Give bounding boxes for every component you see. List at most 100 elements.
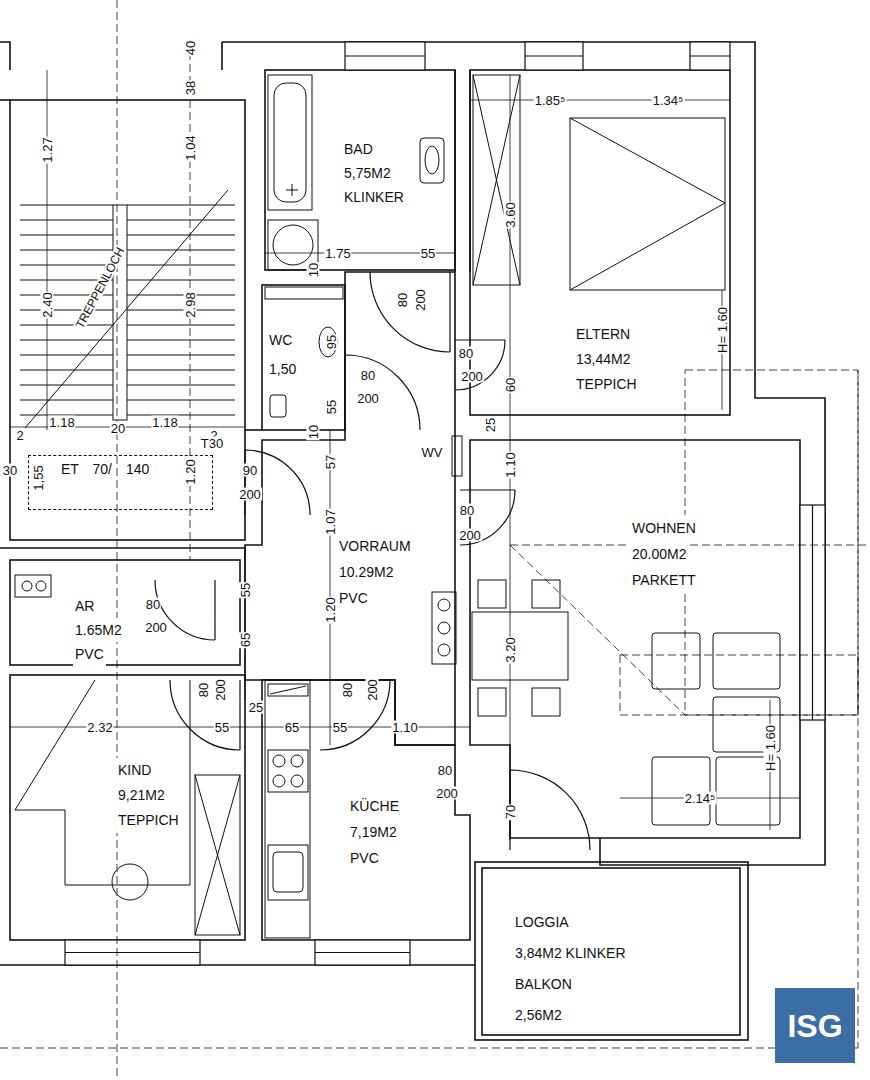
dimension-label: 25 [248,701,264,714]
water-meter [452,436,462,476]
dimension-label: 200 [238,488,262,501]
window [315,940,410,965]
dining-table [472,612,568,680]
dimension-label: 55 [325,399,338,415]
stair-tread [20,370,113,371]
dimension-label: 70 [504,804,517,820]
room-wall [265,70,455,270]
window-pane [525,55,583,56]
room-detail: TEPPICH [574,372,639,397]
dimension-label: 1.34⁵ [652,94,685,107]
wall-line [222,42,825,865]
room-name: ISG [785,1017,844,1035]
dimension-label: 80 [459,504,475,517]
doors [155,272,590,850]
room-detail: 1.65M2 [73,618,124,642]
wardrobe-x [473,75,520,285]
toilet [319,327,337,357]
stair-tread [20,310,113,311]
dimension-label: 80 [396,292,409,308]
window [800,505,825,720]
room-name: BAD [342,137,375,161]
dimension-label: 80 [145,598,161,611]
dimension-label: H= 1.60 [716,306,729,354]
window-pane [690,55,730,56]
stair-tread [127,220,235,221]
stair-diagonal [25,190,228,428]
room-detail: 7,19M2 [348,819,399,845]
washbasin-bowl [425,146,439,174]
stair-tread [127,265,235,266]
dimension-label: 80 [197,682,210,698]
sink-bowl [273,852,303,892]
dimension-label: 2.14⁵ [684,792,717,805]
window [65,940,200,965]
room-label: VORRAUM10.29M2PVC [337,533,413,611]
stair-tread [127,340,235,341]
room-label: WOHNEN20.00M2PARKETT [630,515,698,593]
hood [270,686,306,694]
dimension-label: 1.27 [41,136,54,163]
dimension-label: 200 [144,621,168,634]
dimension-label: 3.20 [504,636,517,663]
room-detail: BALKON [513,969,574,1000]
door-swing [170,680,240,750]
dimension-label: 1.20 [324,596,337,623]
stair-tread [20,205,113,206]
dimension-label: 1,55 [32,464,45,491]
room-label: ELTERN13,44M2TEPPICH [574,322,639,397]
room-wall [482,868,740,1035]
room-detail: TEPPICH [116,808,181,833]
dimension-label: 40 [184,40,197,56]
sofa-part [652,633,700,689]
dimension-label: 55 [239,582,252,598]
knob [438,644,450,656]
stair-tread [127,325,235,326]
sofa-part [713,633,780,689]
axis-box [620,655,858,715]
stair-tread [127,280,235,281]
wc-shelf [265,287,343,299]
kids-bed [15,810,65,811]
dimension-label: 65 [284,721,300,734]
logo-box: ISG [775,988,855,1063]
stair-tread [127,310,235,311]
wall-line [262,680,470,940]
dimension-label: 1.20 [184,458,197,485]
stair-tread [127,205,235,206]
burner [273,775,285,787]
stair-tread [20,325,113,326]
stair-tread [20,340,113,341]
room-label: KIND9,21M2TEPPICH [116,758,181,833]
wardrobe [473,75,520,285]
stair-tread [127,235,235,236]
stove [268,750,308,792]
window-pane [65,952,200,953]
window-pane [315,952,410,953]
dimension-label: 2.98 [184,291,197,318]
dimension-label: 80 [341,682,354,698]
washbasin [420,138,444,183]
room-detail: 10.29M2 [337,559,395,585]
room-name: WC [267,326,294,355]
wall-line [470,440,800,838]
stair-tread [127,355,235,356]
room-label: BAD5,75M2KLINKER [342,137,406,209]
dimension-label: 55 [214,721,230,734]
dimension-label: 1.10 [391,721,418,734]
dimension-label: 95 [325,334,338,350]
dimension-label: 38 [184,80,197,96]
room-name: ELTERN [574,322,632,347]
room-name: WOHNEN [630,515,698,541]
window-pane [812,505,813,720]
room-wall [475,862,748,1040]
room-detail: PARKETT [630,567,698,593]
stair-tread [127,370,235,371]
wall-line [0,548,245,560]
dimension-label: 60 [504,377,517,393]
stair-tread [127,400,235,401]
room-label: LOGGIA3,84M2 KLINKERBALKON2,56M2 [513,907,628,1031]
dimension-label: 25 [484,417,497,433]
axis-box [685,370,858,715]
